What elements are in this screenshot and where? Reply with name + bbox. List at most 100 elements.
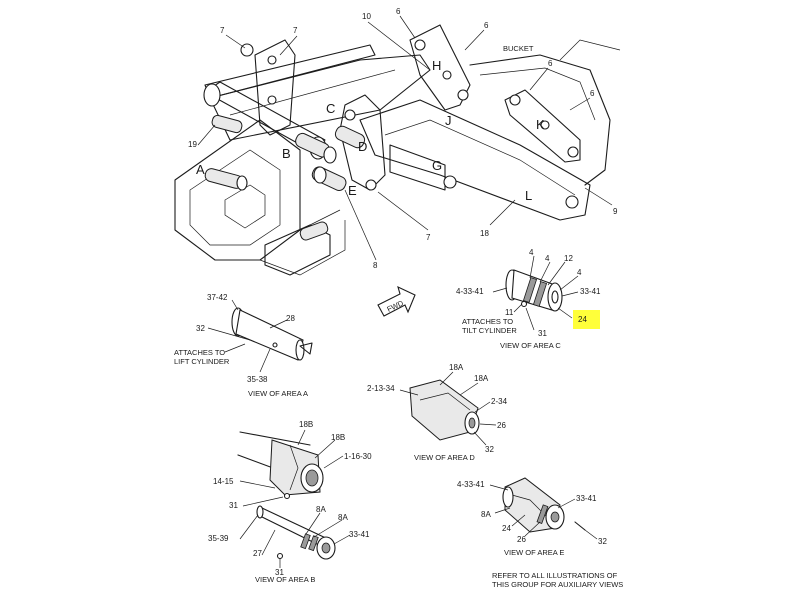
pin-a-end (236, 175, 248, 191)
lower-support (264, 224, 331, 276)
letter-h: H (432, 58, 441, 73)
a-part-28: 28 (286, 314, 295, 323)
part-7-c: 7 (426, 233, 431, 242)
c-part-31: 31 (538, 329, 547, 338)
b-bracket-curve (289, 444, 299, 491)
pin-b-end (323, 146, 337, 164)
c-bolt (520, 300, 528, 308)
c-spacer-2 (532, 281, 548, 307)
c-part-33-41: 33-41 (580, 287, 601, 296)
e-part-26: 26 (517, 535, 526, 544)
d-housing-edge (419, 392, 471, 411)
footnote-line1: REFER TO ALL ILLUSTRATIONS OF (492, 571, 618, 580)
b-part-8a-2: 8A (338, 513, 348, 522)
e-end-left (502, 486, 514, 508)
bucket-label: BUCKET (503, 44, 534, 53)
b-part-27: 27 (253, 549, 262, 558)
c-part-4a: 4 (529, 248, 534, 257)
d-part-2-13-34: 2-13-34 (367, 384, 395, 393)
view-area-e (489, 477, 598, 540)
pin-a-clip (299, 342, 313, 355)
part-19: 19 (188, 140, 197, 149)
pin-k2 (540, 120, 550, 130)
e-part-8a: 8A (481, 510, 491, 519)
link-h (409, 24, 471, 111)
e-part-24: 24 (502, 524, 511, 533)
pin-7a (240, 43, 254, 57)
pin-a-tip (295, 339, 305, 361)
c-part-4-33-41: 4-33-41 (456, 287, 484, 296)
a-note-line1: ATTACHES TO (174, 348, 225, 357)
bucket-outline (469, 54, 611, 186)
pin-g (443, 175, 457, 189)
b-pin-head (256, 505, 264, 519)
part-9: 9 (613, 207, 618, 216)
part-6-a: 6 (396, 7, 401, 16)
b-part-14-15: 14-15 (213, 477, 234, 486)
b-bushing-hole (305, 469, 319, 487)
pin-k3 (567, 146, 579, 158)
main-assembly (174, 15, 621, 276)
c-part-12: 12 (564, 254, 573, 263)
pin-e (365, 179, 377, 191)
e-caption: VIEW OF AREA E (504, 548, 564, 557)
part-7-a: 7 (220, 26, 225, 35)
part-10: 10 (362, 12, 371, 21)
frame-inner (189, 149, 281, 246)
b-bolt-31 (283, 492, 291, 500)
pin-h1 (414, 39, 426, 51)
a-note-line2: LIFT CYLINDER (174, 357, 230, 366)
b-part-31b: 31 (275, 568, 284, 577)
b-bolt-31b (276, 552, 284, 560)
lift-arm (359, 99, 591, 221)
e-end-right-hole (550, 511, 560, 523)
c-caption: VIEW OF AREA C (500, 341, 561, 350)
part-18: 18 (480, 229, 489, 238)
b-part-33-41: 33-41 (349, 530, 370, 539)
d-part-26: 26 (497, 421, 506, 430)
link-k (504, 89, 581, 163)
pin-h2 (442, 70, 452, 80)
highlight-24 (573, 310, 600, 329)
d-part-32: 32 (485, 445, 494, 454)
d-caption: VIEW OF AREA D (414, 453, 475, 462)
c-part-24-highlighted: 24 (578, 315, 587, 324)
c-part-11: 11 (505, 308, 514, 317)
view-area-d (399, 371, 497, 446)
b-part-18b-2: 18B (331, 433, 345, 442)
a-caption: VIEW OF AREA A (248, 389, 308, 398)
letter-j: J (445, 113, 452, 128)
pin-c (344, 109, 356, 121)
bucket-inner (479, 67, 596, 121)
d-part-18a-1: 18A (449, 363, 464, 372)
part-6-b: 6 (484, 21, 489, 30)
a-part-32: 32 (196, 324, 205, 333)
c-note-line1: ATTACHES TO (462, 317, 513, 326)
fwd-arrow: FWD (377, 285, 416, 317)
d-part-18a-2: 18A (474, 374, 489, 383)
bolt-7a (267, 55, 277, 65)
view-area-a (207, 299, 313, 373)
b-part-35-39: 35-39 (208, 534, 229, 543)
tube-end-left (203, 83, 221, 107)
b-caption: VIEW OF AREA B (255, 575, 315, 584)
pin-a-bolt (272, 342, 278, 348)
d-end-hole (468, 417, 476, 429)
upper-linkage-edge (229, 69, 396, 116)
link-plate-7 (254, 39, 296, 136)
letter-l: L (525, 188, 532, 203)
frame-lower (259, 220, 346, 276)
b-part-18b-1: 18B (299, 420, 313, 429)
upper-linkage (209, 54, 431, 141)
main-labels: A B C D E G H J K L BUCKET 7 7 10 6 6 6 … (188, 7, 618, 270)
part-6-d: 6 (590, 89, 595, 98)
b-part-1-16-30: 1-16-30 (344, 452, 372, 461)
pin-k1 (509, 94, 521, 106)
c-note-line2: TILT CYLINDER (462, 326, 517, 335)
letter-c: C (326, 101, 335, 116)
view-area-c (492, 255, 579, 331)
b-spacer-2 (308, 535, 319, 552)
pin-d-end (313, 166, 327, 184)
b-spacer-1 (300, 533, 311, 550)
